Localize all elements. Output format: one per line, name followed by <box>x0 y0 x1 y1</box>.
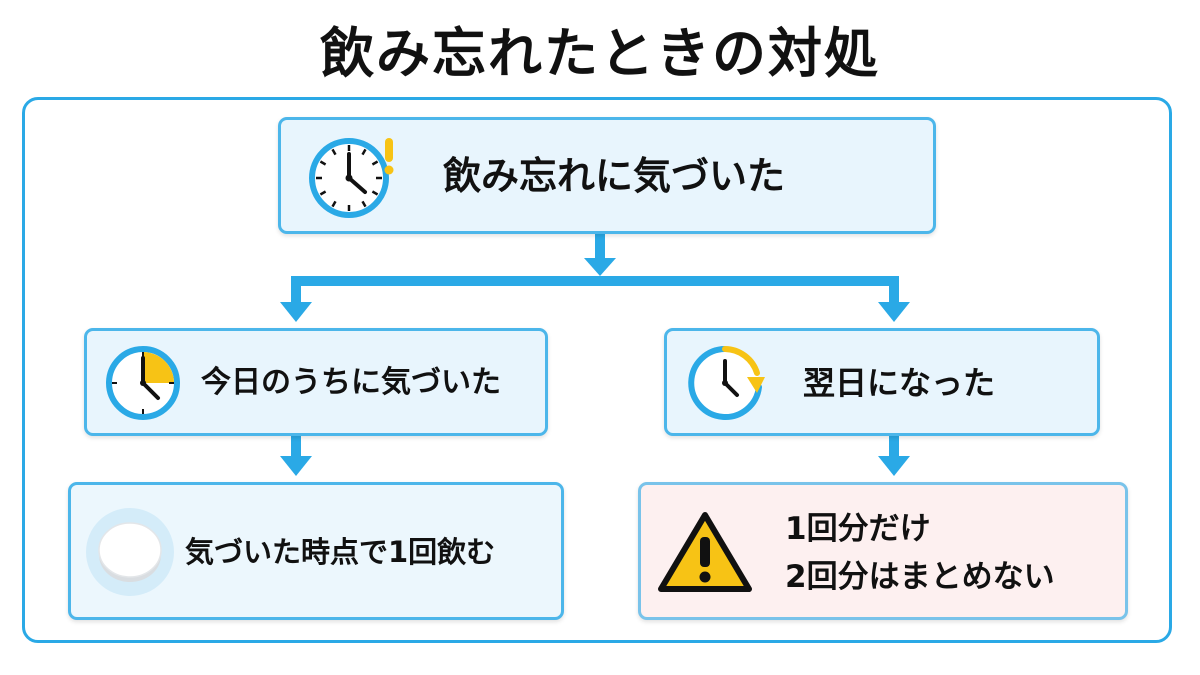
connector-left-lower-stem <box>291 436 301 458</box>
node-one-dose-line1: 1回分だけ <box>785 511 931 547</box>
node-root: 飲み忘れに気づいた <box>278 117 936 234</box>
connector-branch-bar <box>291 276 899 286</box>
connector-left-stem <box>291 276 301 304</box>
node-root-label: 飲み忘れに気づいた <box>443 154 786 198</box>
node-take-now: 気づいた時点で1回飲む <box>68 482 564 620</box>
connector-left-arrowhead <box>280 302 312 322</box>
node-one-dose: 1回分だけ 2回分はまとめない <box>638 482 1128 620</box>
clock-partial-icon <box>106 346 180 420</box>
connector-left-lower-arrowhead <box>280 456 312 476</box>
connector-right-lower-arrowhead <box>878 456 910 476</box>
connector-root-stem <box>595 234 605 260</box>
pill-icon <box>86 508 174 596</box>
warning-icon <box>658 512 752 592</box>
connector-root-arrowhead <box>584 258 616 276</box>
node-next-day: 翌日になった <box>664 328 1100 436</box>
node-next-day-label: 翌日になった <box>803 364 996 402</box>
connector-right-arrowhead <box>878 302 910 322</box>
node-one-dose-line2: 2回分はまとめない <box>785 559 1055 595</box>
diagram-frame <box>22 97 1172 643</box>
clock-arrow-icon <box>688 346 765 420</box>
connector-right-lower-stem <box>889 436 899 458</box>
node-same-day: 今日のうちに気づいた <box>84 328 548 436</box>
page-title: 飲み忘れたときの対処 <box>320 22 880 85</box>
clock-alert-icon <box>309 138 394 218</box>
connector-right-stem <box>889 276 899 304</box>
node-take-now-label: 気づいた時点で1回飲む <box>185 535 496 569</box>
node-same-day-label: 今日のうちに気づいた <box>201 365 501 400</box>
